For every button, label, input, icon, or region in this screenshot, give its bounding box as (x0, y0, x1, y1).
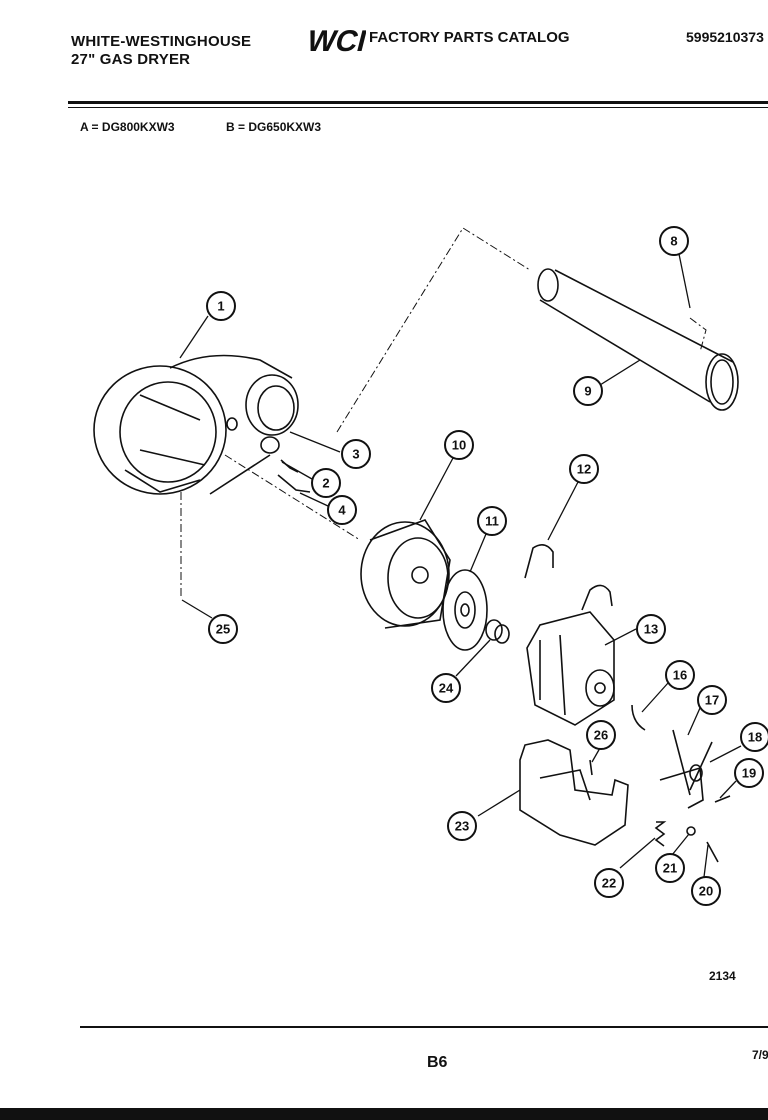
logo-text: WCI (304, 24, 366, 54)
svg-text:8: 8 (670, 234, 677, 249)
wci-logo: WCI (304, 24, 366, 54)
callout-20: 20 (691, 876, 721, 906)
callout-26: 26 (586, 720, 616, 750)
callout-3: 3 (341, 439, 371, 469)
scan-edge-bar (0, 1108, 768, 1120)
model-b-label: B = DG650KXW3 (226, 120, 322, 134)
svg-text:12: 12 (577, 462, 591, 477)
svg-text:4: 4 (338, 503, 346, 518)
svg-text:19: 19 (742, 766, 756, 781)
fitting-parts (226, 417, 311, 493)
svg-text:20: 20 (699, 884, 713, 899)
callout-10: 10 (444, 430, 474, 460)
svg-text:2: 2 (322, 476, 329, 491)
svg-text:23: 23 (455, 819, 469, 834)
assembly-line-blower-axis (224, 454, 361, 541)
svg-text:25: 25 (216, 622, 230, 637)
callout-1: 1 (206, 291, 236, 321)
header-rule-thick (68, 101, 768, 104)
callout-13: 13 (636, 614, 666, 644)
svg-text:24: 24 (439, 681, 454, 696)
svg-text:3: 3 (352, 447, 359, 462)
callout-16: 16 (665, 660, 695, 690)
svg-text:21: 21 (663, 861, 677, 876)
svg-text:11: 11 (485, 514, 499, 529)
drive-motor-part (526, 611, 615, 726)
model-a-label: A = DG800KXW3 (80, 120, 175, 134)
callout-23: 23 (447, 811, 477, 841)
blower-housing-part (93, 354, 299, 495)
svg-text:16: 16 (673, 668, 687, 683)
assembly-line-bracket (689, 317, 707, 353)
callout-12: 12 (569, 454, 599, 484)
footer-rule (80, 1026, 768, 1028)
bearing-part (485, 619, 510, 644)
header-rule-thin (68, 107, 768, 108)
svg-text:1: 1 (217, 299, 224, 314)
svg-text:17: 17 (705, 693, 719, 708)
callout-25: 25 (208, 614, 238, 644)
callout-21: 21 (655, 853, 685, 883)
callout-2: 2 (311, 468, 341, 498)
svg-text:10: 10 (452, 438, 466, 453)
pulley-part (442, 569, 488, 651)
callout-19: 19 (734, 758, 764, 788)
svg-text:18: 18 (748, 730, 762, 745)
small-hardware-parts (589, 704, 731, 863)
svg-text:22: 22 (602, 876, 616, 891)
callout-17: 17 (697, 685, 727, 715)
callout-24: 24 (431, 673, 461, 703)
callout-8: 8 (659, 226, 689, 256)
catalog-title: FACTORY PARTS CATALOG (369, 29, 570, 46)
svg-text:13: 13 (644, 622, 658, 637)
leader-lines (179, 253, 742, 878)
date-code: 7/9 (752, 1048, 768, 1062)
exhaust-duct-part (537, 268, 739, 411)
callout-9: 9 (573, 376, 603, 406)
page-number: B6 (427, 1054, 448, 1071)
svg-text:9: 9 (584, 384, 591, 399)
callout-11: 11 (477, 506, 507, 536)
callout-22: 22 (594, 868, 624, 898)
blower-wheel-part (360, 519, 451, 629)
drawing-number: 2134 (709, 969, 736, 983)
callout-4: 4 (327, 495, 357, 525)
svg-text:26: 26 (594, 728, 608, 743)
callout-18: 18 (740, 722, 768, 752)
brand-line-1: WHITE-WESTINGHOUSE (71, 33, 252, 50)
brand-line-2: 27" GAS DRYER (71, 51, 191, 68)
assembly-line-duct-to-blower (336, 227, 531, 433)
catalog-number: 5995210373 (686, 29, 764, 45)
motor-clamp-parts (524, 544, 613, 611)
motor-mount-part (519, 739, 629, 846)
